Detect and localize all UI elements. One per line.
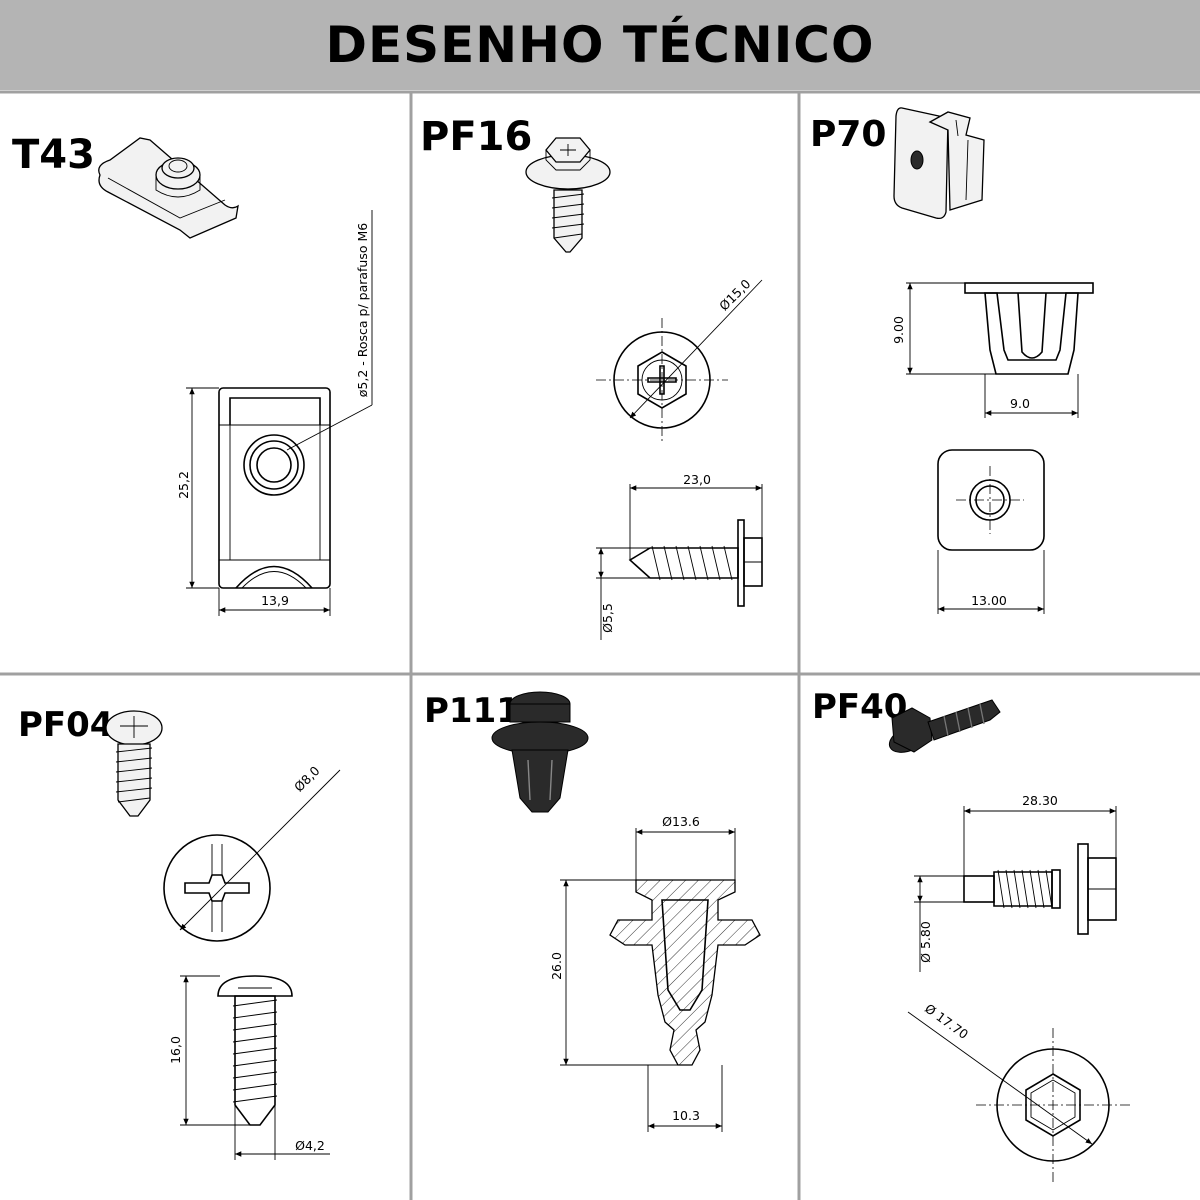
pf04-3d-view	[105, 710, 163, 817]
pf40-thread-diameter-label: Ø 5.80	[918, 921, 933, 963]
pf16-side-view	[596, 484, 763, 640]
p111-head-diameter-label: Ø13.6	[662, 814, 700, 829]
panel-p111: P111 Ø13.6 26.0 10.3	[424, 691, 761, 1132]
p111-stem-width-label: 10.3	[672, 1108, 700, 1123]
t43-height-label: 25,2	[176, 471, 191, 499]
panel-pf04: PF04 Ø8,0 16,0 Ø4,2	[18, 705, 341, 1160]
t43-3d-view	[98, 137, 239, 239]
panel-t43: T43	[12, 132, 373, 616]
pf40-flange-diameter-label: Ø 17.70	[922, 1001, 971, 1042]
pf04-side-view	[180, 975, 330, 1160]
part-code-pf04: PF04	[18, 705, 113, 745]
panel-p70: P70 9.00 9.0	[810, 107, 1094, 614]
panel-grid	[0, 90, 1200, 1200]
p111-section-view	[560, 828, 761, 1132]
pf16-top-view	[596, 279, 763, 442]
header-bar	[0, 0, 1200, 90]
pf40-top-view	[907, 1011, 1130, 1182]
panel-pf16: PF16	[420, 114, 763, 640]
t43-front-view	[186, 210, 373, 616]
part-code-pf40: PF40	[812, 687, 907, 727]
p70-3d-view	[893, 107, 985, 220]
part-code-t43: T43	[12, 132, 95, 178]
p111-3d-view	[491, 691, 589, 813]
pf04-thread-diameter-label: Ø4,2	[295, 1138, 325, 1153]
pf04-top-view	[163, 769, 341, 942]
p70-flange-width-label: 13.00	[971, 593, 1007, 608]
p70-height-label: 9.00	[891, 316, 906, 344]
pf40-length-label: 28.30	[1022, 793, 1058, 808]
panel-pf40: PF40	[812, 687, 1130, 1182]
part-code-pf16: PF16	[420, 114, 532, 160]
pf04-length-label: 16,0	[168, 1036, 183, 1064]
part-code-p111: P111	[424, 691, 520, 731]
p70-top-view	[937, 449, 1045, 614]
pf04-head-diameter-label: Ø8,0	[291, 763, 323, 795]
part-code-p70: P70	[810, 114, 886, 155]
t43-thread-note: ø5,2 - Rosca p/ parafuso M6	[355, 223, 370, 398]
pf40-side-view	[914, 806, 1117, 972]
pf16-3d-view	[525, 137, 611, 253]
page-title: DESENHO TÉCNICO	[325, 16, 875, 74]
pf16-thread-diameter-label: Ø5,5	[600, 603, 615, 633]
pf40-3d-view	[888, 699, 1001, 753]
p111-height-label: 26.0	[549, 952, 564, 980]
t43-width-label: 13,9	[261, 593, 289, 608]
pf16-length-label: 23,0	[683, 472, 711, 487]
p70-side-view	[906, 282, 1094, 418]
p70-width-label: 9.0	[1010, 396, 1030, 411]
